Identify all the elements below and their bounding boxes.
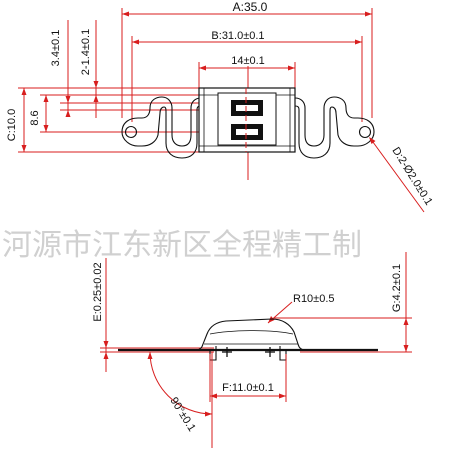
dimension-b-label: B:31.0±0.1 [211,30,264,42]
dimension-14-label: 14±0.1 [231,55,265,67]
right-mount-hole [358,125,372,139]
dimension-d-label: D:2-Ø2.0±0.1 [389,145,434,207]
dimension-a-label: A:35.0 [233,0,268,14]
dimension-86-label: 8.6 [29,110,41,125]
dimension-214-label: 2-1.4±0.1 [80,29,92,75]
left-serpentine-lead [121,96,202,147]
watermark-text: 河源市江东新区全程精工制 [2,228,362,263]
angle-arc [149,351,213,415]
right-serpentine-lead [294,96,375,147]
minus-marker [265,347,275,357]
top-view: A:35.0 B:31.0±0.1 14±0.1 C:10.0 8.6 3.4 [6,0,435,213]
left-mount-hole [124,125,138,139]
side-body-profile [195,318,306,351]
dimension-34-label: 3.4±0.1 [50,30,62,67]
dimension-c-label: C:10.0 [6,109,18,141]
right-lead-bend [279,346,287,361]
dimension-r-label: R10±0.5 [293,293,335,305]
side-view: E:0.25±0.02 G:4.2±0.1 R10±0.5 [92,252,412,448]
dimension-f-label: F:11.0±0.1 [222,382,274,394]
plus-marker [222,347,232,357]
dimension-d-leader [369,137,425,213]
dimension-e-label: E:0.25±0.02 [92,262,104,321]
dimension-angle-label: 90°±0.1 [167,395,197,434]
dimension-g-label: G:4.2±0.1 [391,264,403,312]
